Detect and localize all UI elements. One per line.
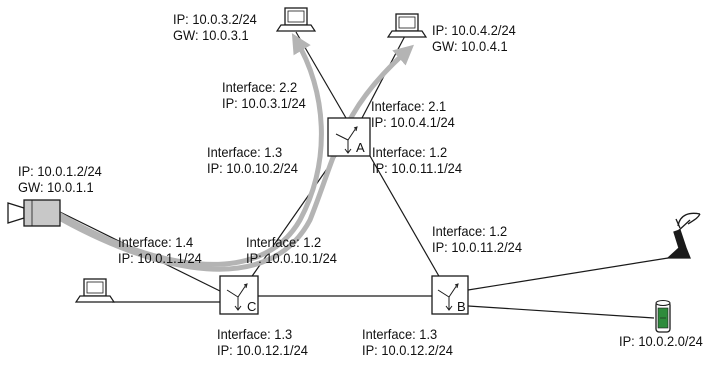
interface-ip: IP: 10.0.11.2/24 bbox=[432, 239, 523, 255]
links bbox=[59, 31, 669, 319]
interface-label-a-1-3: Interface: 1.3 IP: 10.0.10.2/24 bbox=[207, 144, 298, 176]
router-a-label: A bbox=[356, 140, 365, 155]
interface-label-b-1-3: Interface: 1.3 IP: 10.0.12.2/24 bbox=[362, 326, 453, 358]
interface-ip: IP: 10.0.1.1/24 bbox=[118, 250, 202, 266]
interface-label-a-2-2: Interface: 2.2 IP: 10.0.3.1/24 bbox=[222, 79, 306, 111]
host-ip: IP: 10.0.1.2/24 bbox=[18, 163, 102, 179]
interface-name: Interface: 1.3 bbox=[207, 144, 283, 160]
interface-name: Interface: 1.2 bbox=[246, 234, 322, 250]
router-switch-icon bbox=[335, 126, 358, 154]
computer-icon[interactable] bbox=[74, 278, 116, 303]
computer-icon[interactable] bbox=[386, 13, 428, 38]
link-b-storage bbox=[467, 305, 655, 319]
router-b[interactable]: B bbox=[431, 275, 469, 315]
interface-name: Interface: 1.2 bbox=[432, 223, 508, 239]
computer-icon[interactable] bbox=[275, 7, 317, 32]
interface-label-a-2-1: Interface: 2.1 IP: 10.0.4.1/24 bbox=[371, 98, 455, 130]
flow-camera-to-pc-top-left bbox=[49, 33, 324, 267]
host-gateway: GW: 10.0.3.1 bbox=[173, 27, 249, 43]
antenna-icon[interactable] bbox=[666, 212, 701, 259]
host-label-pc-top-right: IP: 10.0.4.2/24 GW: 10.0.4.1 bbox=[432, 22, 516, 54]
interface-name: Interface: 2.1 bbox=[371, 98, 447, 114]
flow-camera-to-pc-top-right bbox=[49, 44, 414, 272]
interface-label-b-1-2: Interface: 1.2 IP: 10.0.11.2/24 bbox=[432, 223, 522, 255]
link-b-antenna bbox=[467, 257, 669, 291]
storage-icon[interactable] bbox=[655, 300, 671, 333]
interface-label-c-1-3: Interface: 1.3 IP: 10.0.12.1/24 bbox=[217, 326, 308, 358]
host-ip: IP: 10.0.2.0/24 bbox=[619, 333, 703, 349]
interface-name: Interface: 1.2 bbox=[372, 144, 448, 160]
router-a[interactable]: A bbox=[327, 117, 371, 157]
host-ip: IP: 10.0.4.2/24 bbox=[432, 22, 516, 38]
camera-icon[interactable] bbox=[7, 199, 61, 227]
interface-label-c-1-4: Interface: 1.4 IP: 10.0.1.1/24 bbox=[118, 234, 202, 266]
interface-ip: IP: 10.0.12.2/24 bbox=[362, 342, 453, 358]
link-a-b bbox=[369, 155, 441, 279]
interface-name: Interface: 1.4 bbox=[118, 234, 194, 250]
traffic-flows bbox=[49, 33, 414, 272]
host-label-camera: IP: 10.0.1.2/24 GW: 10.0.1.1 bbox=[18, 163, 102, 195]
host-label-pc-top-left: IP: 10.0.3.2/24 GW: 10.0.3.1 bbox=[173, 11, 257, 43]
router-b-label: B bbox=[457, 299, 466, 314]
host-ip: IP: 10.0.3.2/24 bbox=[173, 11, 257, 27]
interface-ip: IP: 10.0.3.1/24 bbox=[222, 95, 306, 111]
router-switch-icon bbox=[437, 283, 459, 311]
router-switch-icon bbox=[226, 283, 248, 311]
interface-name: Interface: 2.2 bbox=[222, 79, 298, 95]
interface-label-c-1-2: Interface: 1.2 IP: 10.0.10.1/24 bbox=[246, 234, 337, 266]
interface-name: Interface: 1.3 bbox=[362, 326, 438, 342]
interface-name: Interface: 1.3 bbox=[217, 326, 293, 342]
host-gateway: GW: 10.0.4.1 bbox=[432, 38, 508, 54]
interface-ip: IP: 10.0.4.1/24 bbox=[371, 114, 455, 130]
interface-label-a-1-2: Interface: 1.2 IP: 10.0.11.1/24 bbox=[372, 144, 462, 176]
interface-ip: IP: 10.0.10.2/24 bbox=[207, 160, 298, 176]
host-label-storage: IP: 10.0.2.0/24 bbox=[619, 333, 703, 349]
interface-ip: IP: 10.0.12.1/24 bbox=[217, 342, 308, 358]
host-gateway: GW: 10.0.1.1 bbox=[18, 179, 94, 195]
interface-ip: IP: 10.0.10.1/24 bbox=[246, 250, 337, 266]
router-c[interactable]: C bbox=[219, 275, 259, 315]
router-c-label: C bbox=[247, 299, 256, 314]
interface-ip: IP: 10.0.11.1/24 bbox=[372, 160, 463, 176]
